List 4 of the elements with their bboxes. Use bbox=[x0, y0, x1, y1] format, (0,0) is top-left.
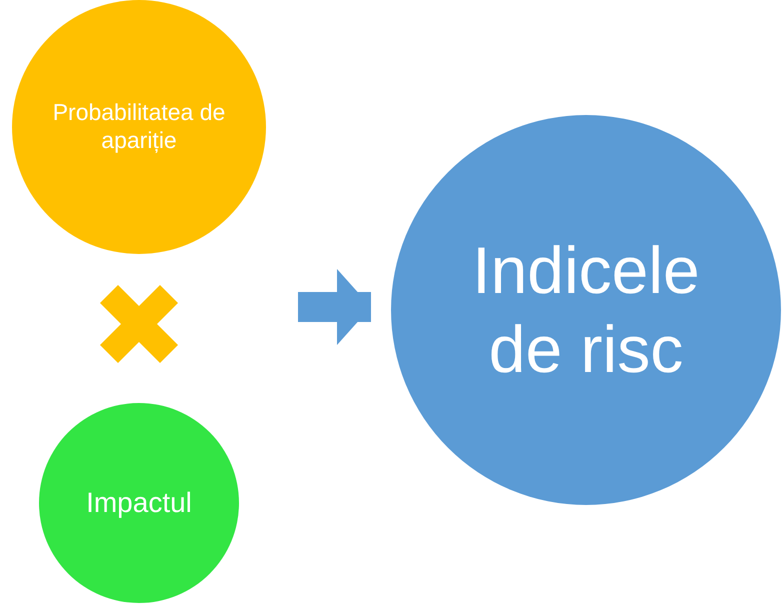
node-label: Probabilitatea de apariție bbox=[52, 99, 226, 155]
block-arrow bbox=[298, 269, 371, 345]
node-label: Impactul bbox=[86, 486, 192, 520]
node-label: Indicele de risc bbox=[471, 232, 701, 388]
